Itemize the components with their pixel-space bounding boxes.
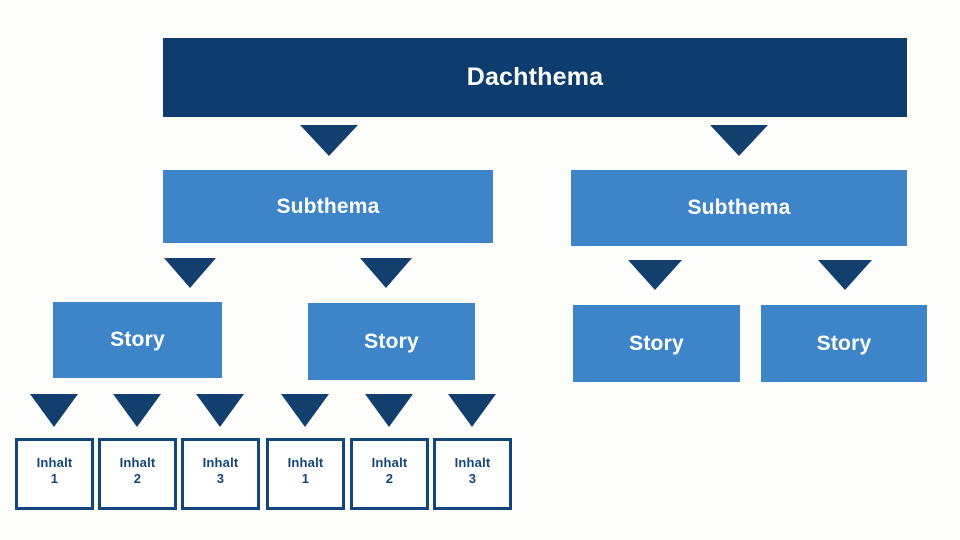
node-inhalt-2-number: 2 [133, 471, 142, 486]
node-story-3[interactable]: Story [573, 305, 740, 382]
arrow-root-to-subthema-1 [300, 125, 358, 156]
node-inhalt-4-number: 1 [301, 471, 310, 486]
node-inhalt-1-name: Inhalt [36, 454, 73, 470]
node-story-2[interactable]: Story [308, 303, 475, 380]
node-inhalt-1-number: 1 [50, 471, 59, 486]
arrow-story-2-to-inhalt-3 [448, 394, 496, 427]
node-subthema-1-label: Subthema [276, 194, 380, 218]
arrow-story-1-to-inhalt-3 [196, 394, 244, 427]
arrow-story-2-to-inhalt-1 [281, 394, 329, 427]
node-inhalt-2[interactable]: Inhalt 2 [98, 438, 177, 510]
arrow-story-1-to-inhalt-1 [30, 394, 78, 427]
node-dachthema-label: Dachthema [466, 63, 604, 91]
arrow-story-2-to-inhalt-2 [365, 394, 413, 427]
arrow-story-1-to-inhalt-2 [113, 394, 161, 427]
node-inhalt-6[interactable]: Inhalt 3 [433, 438, 512, 510]
node-subthema-2[interactable]: Subthema [571, 170, 907, 246]
node-story-1-label: Story [110, 328, 165, 351]
arrow-subthema-1-to-story-2 [360, 258, 412, 288]
node-inhalt-6-name: Inhalt [454, 454, 491, 470]
node-inhalt-6-number: 3 [468, 471, 477, 486]
node-inhalt-5-name: Inhalt [371, 454, 408, 470]
node-inhalt-3[interactable]: Inhalt 3 [181, 438, 260, 510]
node-story-2-label: Story [364, 329, 419, 353]
node-story-3-label: Story [629, 331, 684, 355]
node-dachthema[interactable]: Dachthema [163, 38, 907, 117]
node-story-1[interactable]: Story [53, 302, 222, 378]
node-inhalt-3-name: Inhalt [202, 454, 239, 470]
arrow-root-to-subthema-2 [710, 125, 768, 156]
node-story-4-label: Story [816, 331, 872, 355]
arrow-subthema-2-to-story-3 [628, 260, 682, 290]
node-inhalt-1[interactable]: Inhalt 1 [15, 438, 94, 510]
node-inhalt-5-number: 2 [385, 471, 394, 486]
arrow-subthema-1-to-story-1 [164, 258, 216, 288]
node-inhalt-4-name: Inhalt [287, 454, 324, 470]
node-inhalt-4[interactable]: Inhalt 1 [266, 438, 345, 510]
arrow-subthema-2-to-story-4 [818, 260, 872, 290]
node-inhalt-3-number: 3 [216, 471, 225, 486]
node-inhalt-2-name: Inhalt [119, 454, 156, 470]
node-subthema-1[interactable]: Subthema [163, 170, 493, 243]
node-subthema-2-label: Subthema [687, 196, 791, 219]
node-story-4[interactable]: Story [761, 305, 927, 382]
node-inhalt-5[interactable]: Inhalt 2 [350, 438, 429, 510]
